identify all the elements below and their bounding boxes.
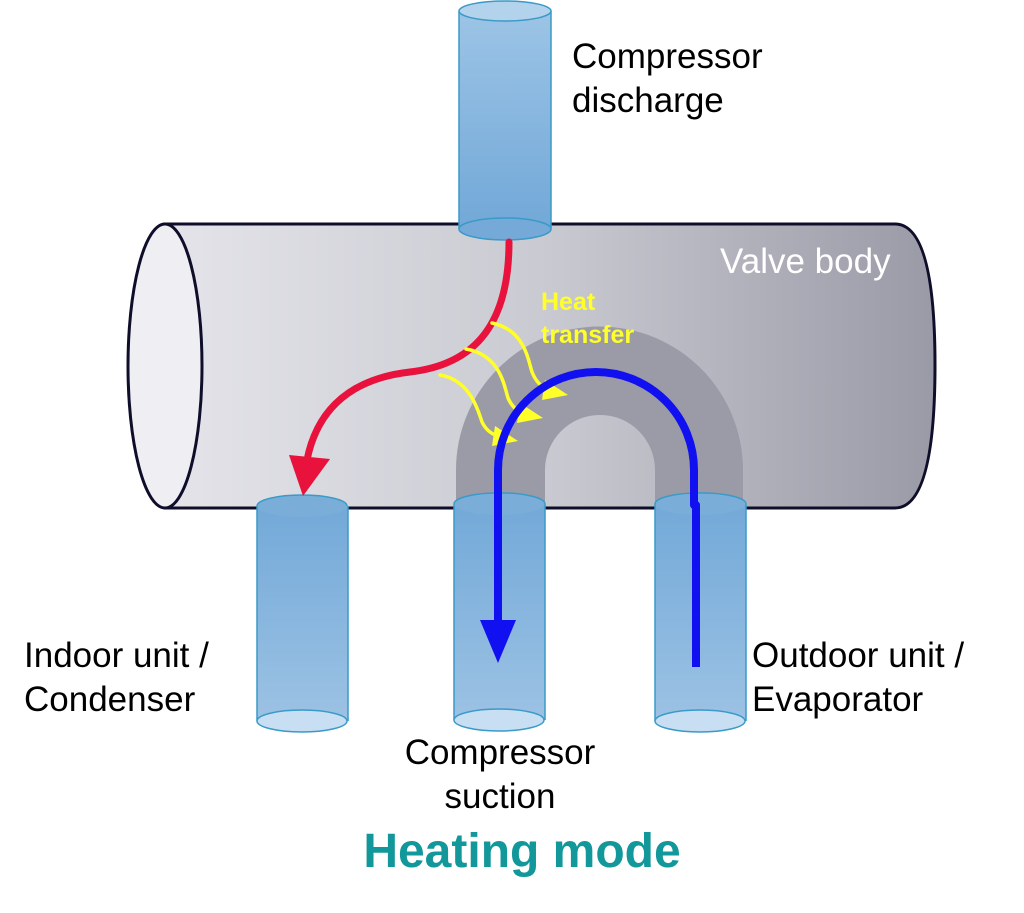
heat-transfer-label: Heat transfer [541,286,634,352]
hot-discharge-flow-arrow [289,238,513,496]
heat-arrow-3 [438,373,502,438]
compressor-suction-label-line1: Compressor [404,733,596,772]
heat-transfer-label-line2: transfer [541,321,635,349]
indoor-unit-label-line1: Indoor unit / [24,636,209,675]
compressor-discharge-label-line2: discharge [572,81,724,120]
hot-flow-arrowhead [289,455,330,496]
cold-flow-arrowhead [480,620,516,663]
indoor-unit-label: Indoor unit / Condenser [24,634,209,722]
cold-suction-flow-arrow [480,368,700,667]
diagram-title: Heating mode [363,825,681,878]
outdoor-unit-label: Outdoor unit / Evaporator [752,634,964,722]
outdoor-unit-label-line1: Outdoor unit / [752,636,965,675]
indoor-unit-pipe [256,494,349,733]
compressor-discharge-label: Compressor discharge [572,35,763,123]
outdoor-unit-label-line2: Evaporator [752,680,924,719]
valve-body-open-end [126,222,204,510]
heat-transfer-label-line1: Heat [541,288,596,316]
compressor-discharge-label-line1: Compressor [572,37,763,76]
valve-body-label: Valve body [720,242,891,281]
compressor-suction-label-line2: suction [444,777,556,816]
indoor-unit-label-line2: Condenser [24,680,196,719]
compressor-suction-label: Compressor suction [370,731,630,819]
compressor-discharge-pipe [458,0,552,241]
u-bend-slide [456,326,743,512]
outdoor-unit-pipe [654,492,747,733]
